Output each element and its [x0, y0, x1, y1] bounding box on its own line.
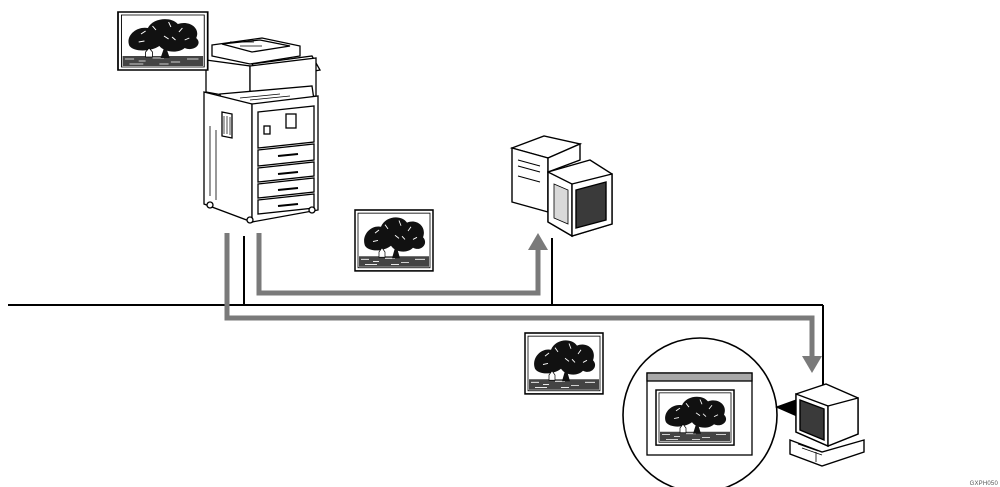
server-computer-icon — [509, 135, 613, 238]
network-line — [8, 236, 824, 385]
figure-reference-code: GXPH050 — [969, 481, 998, 487]
window-title-bar — [646, 372, 753, 382]
client-computer-icon — [789, 383, 865, 467]
flow-arrow-to-server — [256, 233, 548, 296]
flow-arrow-to-client — [224, 233, 822, 373]
multifunction-copier-icon — [203, 37, 322, 224]
client-screen-zoom — [622, 337, 800, 487]
scanned-image-icon — [524, 332, 604, 395]
scanned-image-icon — [117, 11, 209, 71]
scanned-image-icon — [655, 389, 735, 446]
scanned-image-icon — [354, 209, 434, 272]
